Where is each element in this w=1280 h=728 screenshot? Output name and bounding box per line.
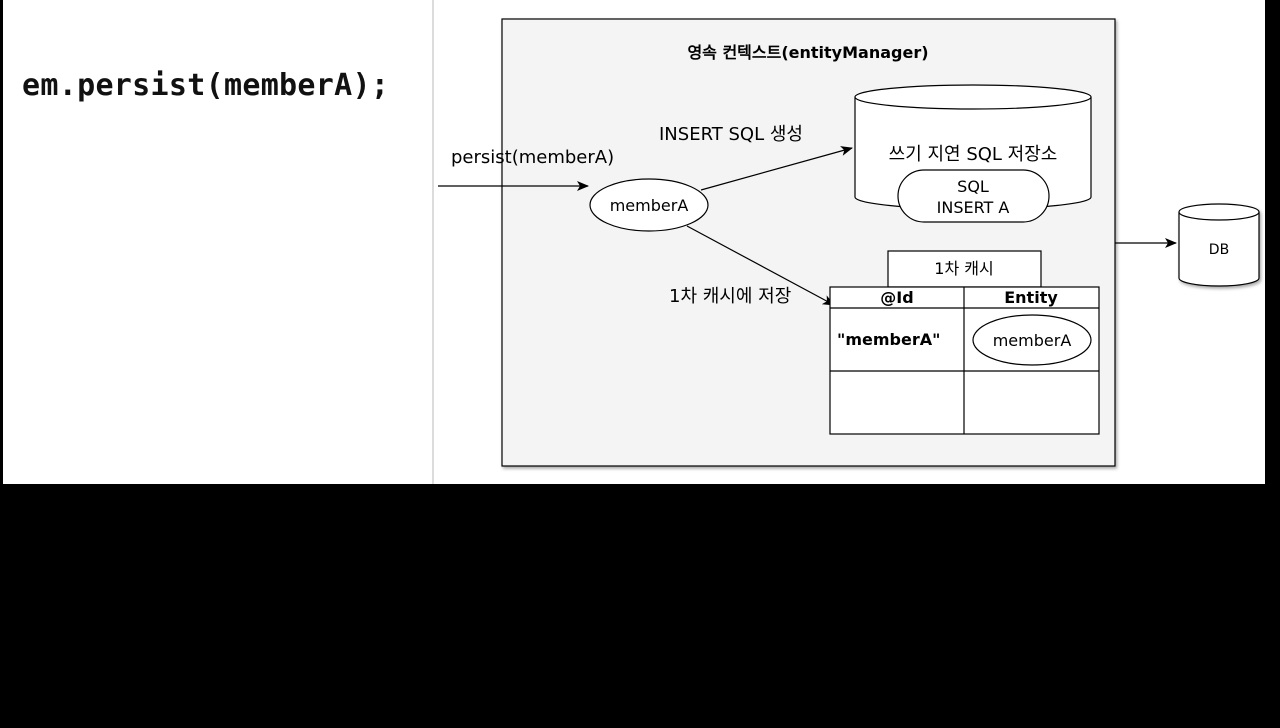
cache-row-entity-node — [972, 314, 1092, 366]
cache-row-id: "memberA" — [837, 330, 940, 349]
database-cylinder — [1178, 203, 1260, 287]
divider — [432, 0, 434, 484]
insert-sql-arrow — [700, 146, 853, 191]
sql-entry-line1: SQL — [957, 177, 989, 196]
sql-entry-line2: INSERT A — [937, 198, 1010, 217]
context-title: 영속 컨텍스트(entityManager) — [687, 43, 928, 62]
insert-sql-label: INSERT SQL 생성 — [659, 124, 803, 145]
cache-title-tab — [887, 250, 1042, 288]
slide: em.persist(memberA); 영속 컨텍스트(entityManag… — [3, 0, 1265, 484]
member-entity-label: memberA — [610, 196, 689, 215]
cache-header-id: @Id — [880, 288, 913, 307]
cache-row-entity: memberA — [993, 331, 1072, 350]
db-label: DB — [1209, 242, 1229, 258]
code-statement: em.persist(memberA); — [22, 68, 390, 103]
cache-title: 1차 캐시 — [934, 259, 993, 278]
persist-call-label: persist(memberA) — [451, 147, 614, 168]
sql-store-title: 쓰기 지연 SQL 저장소 — [889, 144, 1058, 165]
save-cache-label: 1차 캐시에 저장 — [669, 286, 791, 307]
save-cache-arrow — [686, 225, 835, 306]
persistence-diagram: 영속 컨텍스트(entityManager) persist(memberA) … — [438, 18, 1260, 467]
sql-store-entry — [897, 169, 1050, 223]
cache-header-entity: Entity — [1004, 288, 1058, 307]
member-entity-node — [589, 178, 709, 232]
